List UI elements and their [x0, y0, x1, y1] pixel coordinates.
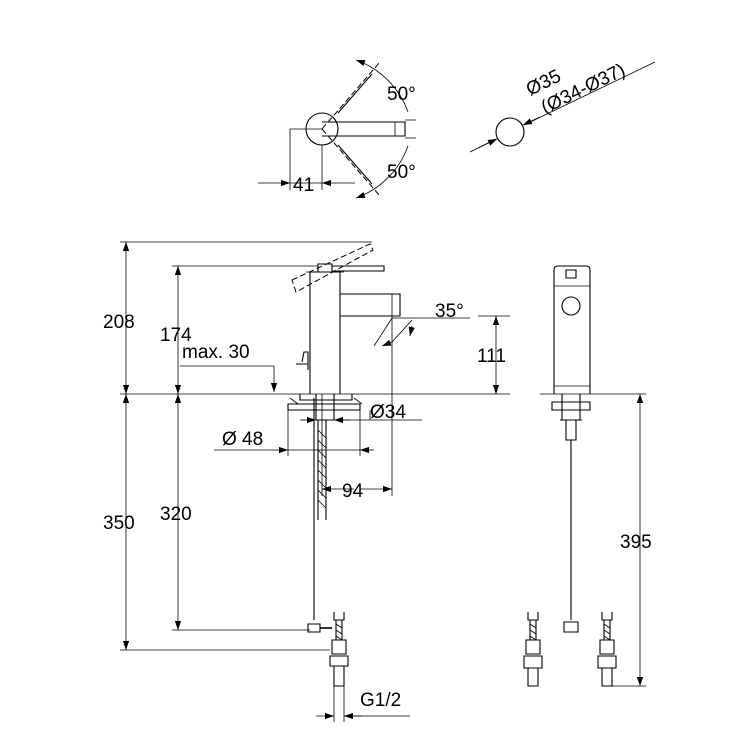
max-30-label: max. 30 [182, 342, 250, 363]
lever-raised [291, 243, 374, 293]
faucet-body [309, 271, 341, 394]
hose-395-label: 395 [620, 532, 652, 553]
thread-label: G1/2 [360, 690, 401, 711]
side-view: 208 174 max. 30 35° 111 Ø34 Ø [103, 241, 510, 722]
front-view: 395 [523, 265, 652, 687]
angle-arc-lower [355, 145, 409, 199]
swing-lower-line [321, 128, 381, 197]
height-208-label: 208 [103, 312, 135, 333]
length-350-label: 350 [103, 513, 135, 534]
shank [315, 394, 335, 421]
angle-arc-upper [355, 59, 409, 113]
spout [340, 293, 401, 317]
front-spout-outlet [561, 296, 581, 316]
height-174-label: 174 [160, 325, 192, 346]
front-body [553, 265, 591, 394]
angle-35-label: 35° [435, 301, 464, 322]
swing-upper-line [321, 61, 381, 130]
diameter-48-label: Ø 48 [222, 429, 263, 450]
offset-41-label: 41 [293, 175, 314, 196]
lever [317, 263, 385, 272]
hole-circle [495, 117, 525, 147]
length-320-label: 320 [160, 504, 192, 525]
swing-upper-label: 50° [387, 84, 416, 105]
hose-fitting [329, 639, 349, 687]
top-view: 50° 50° 41 [258, 59, 416, 199]
base-flange [299, 394, 353, 401]
hole-detail: Ø35 (Ø34-Ø37) [469, 60, 656, 153]
reach-94-label: 94 [342, 481, 364, 502]
popup-knob [296, 351, 309, 370]
diameter-34-label: Ø34 [370, 402, 406, 423]
top-view-lever [322, 121, 406, 137]
height-111-label: 111 [477, 346, 506, 367]
swing-lower-label: 50° [387, 162, 416, 183]
